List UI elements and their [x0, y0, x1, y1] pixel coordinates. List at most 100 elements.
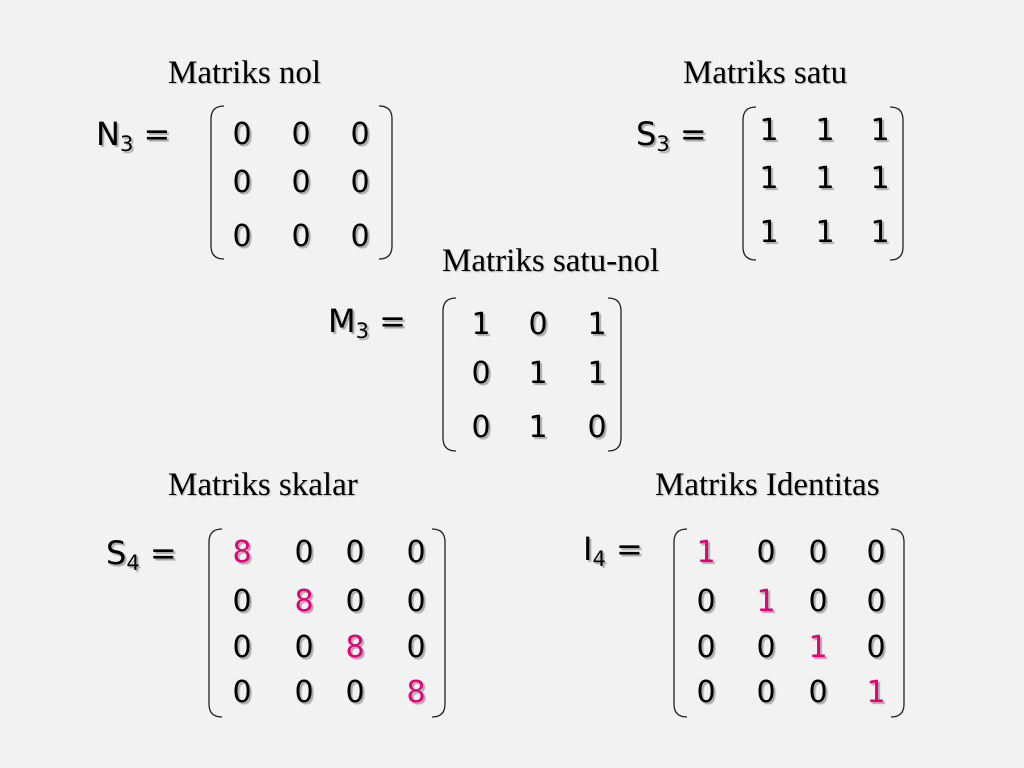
matrix-cell: 1 [759, 215, 779, 250]
label-i4-sub: 4 [592, 547, 606, 571]
matrix-cell: 1 [528, 356, 548, 391]
right-bracket [890, 528, 905, 718]
label-s3-eq: = [669, 115, 707, 153]
matrix-cell: 0 [406, 630, 426, 665]
matrix-cell: 0 [866, 535, 886, 570]
onezero-brackets [442, 297, 622, 452]
label-s4-eq: = [139, 534, 177, 572]
label-n3-eq: = [133, 115, 171, 153]
label-m3: M3 = [328, 302, 406, 343]
matrix-cell: 0 [406, 535, 426, 570]
matrix-cell: 0 [232, 630, 252, 665]
right-bracket [607, 297, 622, 452]
matrix-cell: 0 [756, 535, 776, 570]
right-bracket [431, 528, 446, 718]
matrix-cell: 8 [345, 630, 365, 665]
matrix-cell: 0 [294, 535, 314, 570]
matrix-cell: 8 [406, 675, 426, 710]
label-m3-sub: 3 [355, 319, 369, 343]
label-s3-sub: 3 [656, 132, 670, 156]
left-bracket [442, 297, 457, 452]
matrix-cell: 0 [291, 165, 311, 200]
matrix-cell: 0 [232, 675, 252, 710]
matrix-cell: 0 [294, 630, 314, 665]
matrix-cell: 1 [587, 356, 607, 391]
matrix-cell: 1 [870, 215, 890, 250]
title-matriks-satu-nol: Matriks satu-nol [442, 243, 660, 279]
matrix-cell: 0 [471, 410, 491, 445]
right-bracket [889, 106, 904, 261]
matrix-cell: 1 [759, 113, 779, 148]
label-n3-sub: 3 [119, 132, 134, 156]
title-matriks-skalar: Matriks skalar [168, 467, 358, 503]
matrix-cell: 1 [471, 307, 491, 342]
matrix-cell: 0 [291, 117, 311, 152]
left-bracket [210, 105, 225, 260]
matrix-cell: 0 [696, 675, 716, 710]
matrix-cell: 8 [232, 535, 252, 570]
label-s3: S3 = [636, 115, 707, 156]
zero-brackets [210, 105, 393, 260]
matrix-cell: 0 [866, 584, 886, 619]
matrix-cell: 0 [756, 630, 776, 665]
matrix-cell: 0 [232, 584, 252, 619]
title-matriks-nol: Matriks nol [168, 55, 322, 91]
matrix-cell: 0 [350, 165, 370, 200]
matrix-cell: 8 [294, 584, 314, 619]
matrix-cell: 1 [870, 161, 890, 196]
matrix-cell: 0 [808, 675, 828, 710]
matrix-cell: 0 [294, 675, 314, 710]
matrix-cell: 0 [232, 219, 252, 254]
matrix-cell: 1 [815, 161, 835, 196]
matrix-cell: 1 [756, 584, 776, 619]
matrix-cell: 1 [815, 113, 835, 148]
matrix-cell: 0 [350, 117, 370, 152]
matrix-cell: 0 [756, 675, 776, 710]
label-n3: N3 = [96, 115, 170, 156]
title-matriks-satu: Matriks satu [683, 55, 848, 91]
matrix-cell: 0 [406, 584, 426, 619]
label-s4-main: S [106, 534, 127, 572]
left-bracket [742, 106, 757, 261]
matrix-cell: 0 [291, 219, 311, 254]
matrix-cell: 0 [696, 584, 716, 619]
matrix-cell: 0 [471, 356, 491, 391]
matrix-cell: 0 [587, 410, 607, 445]
label-i4-eq: = [605, 530, 643, 568]
matrix-cell: 1 [808, 630, 828, 665]
one-brackets [742, 106, 904, 261]
matrix-zero: 0 0 0 0 0 0 0 0 0 [210, 105, 393, 260]
matrix-cell: 0 [345, 584, 365, 619]
matrix-cell: 0 [808, 584, 828, 619]
label-n3-main: N [96, 115, 120, 153]
scalar-brackets [208, 528, 446, 718]
label-i4-main: I [583, 530, 593, 568]
label-m3-main: M [328, 302, 356, 340]
matrix-cell: 0 [528, 307, 548, 342]
matrix-cell: 0 [696, 630, 716, 665]
label-s4-sub: 4 [126, 551, 140, 575]
matrix-cell: 1 [759, 161, 779, 196]
matrix-cell: 1 [866, 675, 886, 710]
label-s3-main: S [636, 115, 657, 153]
matrix-cell: 0 [345, 535, 365, 570]
matrix-cell: 0 [232, 165, 252, 200]
matrix-cell: 0 [350, 219, 370, 254]
matrix-cell: 1 [815, 215, 835, 250]
matrix-cell: 0 [808, 535, 828, 570]
label-m3-eq: = [368, 302, 406, 340]
matrix-cell: 0 [866, 630, 886, 665]
right-bracket [378, 105, 393, 260]
matrix-cell: 1 [696, 535, 716, 570]
title-matriks-identitas: Matriks Identitas [655, 467, 880, 503]
left-bracket [208, 528, 223, 718]
label-i4: I4 = [583, 530, 643, 571]
matrix-cell: 1 [528, 410, 548, 445]
identity-brackets [673, 528, 905, 718]
matrix-cell: 1 [870, 113, 890, 148]
matrix-cell: 0 [232, 117, 252, 152]
